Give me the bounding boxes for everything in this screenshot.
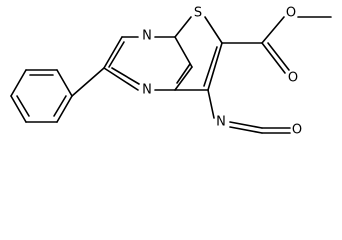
atom-o-isocyanate: O <box>292 123 302 138</box>
atom-n-top: N <box>142 29 152 44</box>
chemical-structure: N N S O O N O <box>10 6 332 138</box>
phenyl-ring <box>10 69 73 123</box>
pyrazine-ring <box>103 36 193 91</box>
isocyanate-group <box>207 89 291 134</box>
atom-n-isocyanate: N <box>216 115 226 130</box>
thiophene-ring <box>174 16 223 91</box>
atom-s-thiophene: S <box>194 6 202 21</box>
atom-o-ester-single: O <box>286 6 296 21</box>
phenyl-pyrazine-bond <box>71 67 105 97</box>
atom-n-bottom: N <box>142 83 152 98</box>
atom-o-ester-double: O <box>288 71 298 86</box>
methyl-ester-group <box>221 16 332 74</box>
